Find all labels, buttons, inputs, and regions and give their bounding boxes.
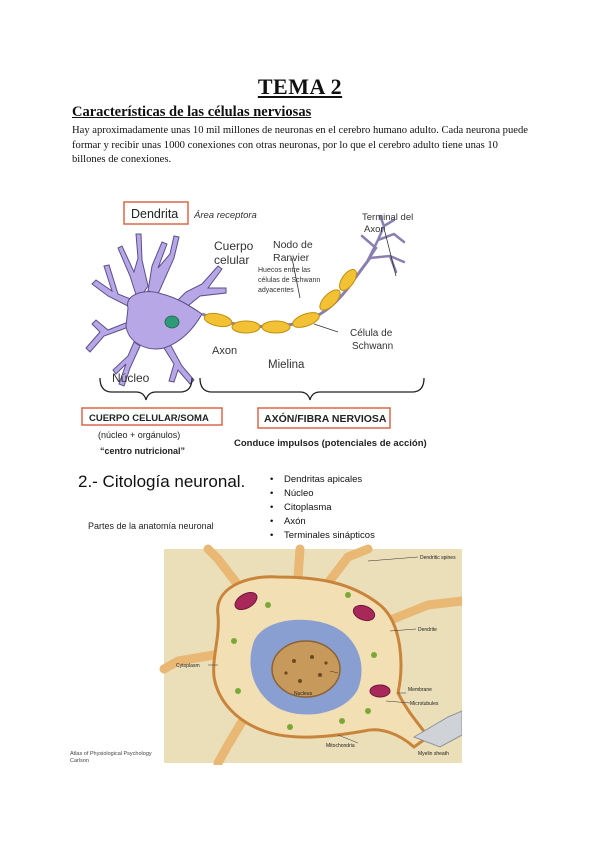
- bullet-marker: •: [270, 474, 273, 485]
- label-nucleus: Nucleus: [294, 691, 313, 697]
- label-nodo-de: Nodo de: [273, 239, 313, 251]
- bullet-item: Terminales sinápticos: [284, 530, 375, 541]
- illustration-nucleus: [271, 640, 341, 698]
- bullet-marker: •: [270, 516, 273, 527]
- illustration-mitochondria: [234, 591, 391, 698]
- nucleus-dots: [284, 655, 328, 683]
- label-nucleo-organulos: (núcleo + orgánulos): [98, 430, 180, 440]
- label-celula-de: Célula de: [350, 328, 393, 339]
- citology-svg: 2.- Citología neuronal. Partes de la ana…: [68, 465, 467, 768]
- brace-axon: [199, 377, 425, 401]
- citology-bullets: • Dendritas apicales • Núcleo • Citoplas…: [270, 474, 375, 541]
- illustration-labels: Dendritic spines Dendrite Cytoplasm Nucl…: [176, 555, 456, 757]
- label-dendrita: Dendrita: [131, 207, 178, 221]
- label-cuerpo-soma: CUERPO CELULAR/SOMA: [89, 413, 209, 424]
- illustration-dendrites: [159, 544, 467, 768]
- label-axon: Axon: [212, 345, 237, 357]
- label-dendrite: Dendrite: [418, 627, 437, 633]
- nucleus-shape: [164, 315, 180, 329]
- label-centro-nutricional: “centro nutricional”: [100, 446, 185, 456]
- label-terminal-del: Terminal del: [362, 212, 413, 223]
- label-cytoplasm: Cytoplasm: [176, 663, 200, 669]
- neuron-diagram-svg: Dendrita Área receptora Cuerpo celular N…: [81, 201, 427, 456]
- label-huecos-line2: células de Schwann: [258, 277, 320, 284]
- brace-cuerpo: [99, 377, 193, 401]
- intro-paragraph: Hay aproximadamente unas 10 mil millones…: [72, 125, 528, 165]
- bullet-marker: •: [270, 530, 273, 541]
- label-ranvier: Ranvier: [273, 252, 310, 264]
- bullet-marker: •: [270, 502, 273, 513]
- label-celular: celular: [214, 253, 249, 267]
- citology-credit-line1: Atlas of Physiological Psychology: [70, 751, 152, 757]
- axon-fibra-box: [257, 407, 391, 429]
- dendrita-box: [123, 201, 189, 225]
- label-microtubules: Microtubules: [410, 701, 439, 707]
- illustration-pointers: [208, 556, 419, 744]
- citology-figure: 2.- Citología neuronal. Partes de la ana…: [68, 465, 467, 768]
- bullet-item: Citoplasma: [284, 502, 332, 513]
- label-myelin-sheath: Myelin sheath: [418, 751, 449, 757]
- label-terminal-axon: Axon: [364, 224, 386, 235]
- citology-credit-line2: Carlson: [70, 758, 89, 764]
- label-cuerpo: Cuerpo: [214, 239, 254, 253]
- bullet-item: Núcleo: [284, 488, 314, 499]
- cell-body: [125, 291, 203, 350]
- label-area-receptora: Área receptora: [193, 210, 257, 221]
- label-huecos-line1: Huecos entre las: [258, 267, 311, 274]
- myelin-segments: [203, 269, 357, 334]
- label-huecos-line3: adyacentes: [258, 287, 294, 294]
- cuerpo-soma-box: [81, 407, 223, 426]
- label-axon-fibra: AXÓN/FIBRA NERVIOSA: [264, 412, 387, 425]
- page-title: TEMA 2: [257, 74, 343, 99]
- label-schwann: Schwann: [352, 341, 393, 352]
- label-mielina: Mielina: [268, 359, 305, 371]
- label-dendritic-spines: Dendritic spines: [420, 555, 456, 561]
- section-heading: Características de las células nerviosas: [72, 104, 312, 120]
- illustration-organelles: [231, 592, 377, 730]
- label-membrane: Membrane: [408, 687, 432, 693]
- pointer-lines: [291, 231, 397, 333]
- bullet-item: Dendritas apicales: [284, 474, 362, 485]
- neuron-diagram: Dendrita Área receptora Cuerpo celular N…: [78, 196, 458, 461]
- neuron-illustration: Dendritic spines Dendrite Cytoplasm Nucl…: [159, 544, 467, 768]
- bullet-item: Axón: [284, 516, 306, 527]
- citology-subheading: Partes de la anatomía neuronal: [88, 521, 214, 531]
- bullet-marker: •: [270, 488, 273, 499]
- dendrite-branches: [85, 233, 227, 387]
- label-mitochondria: Mitochondria: [326, 743, 355, 749]
- axon-terminal-branches: [360, 214, 406, 274]
- label-conduce-impulsos: Conduce impulsos (potenciales de acción): [234, 438, 427, 449]
- label-nucleo: Núcleo: [112, 371, 150, 385]
- citology-heading: 2.- Citología neuronal.: [78, 472, 245, 491]
